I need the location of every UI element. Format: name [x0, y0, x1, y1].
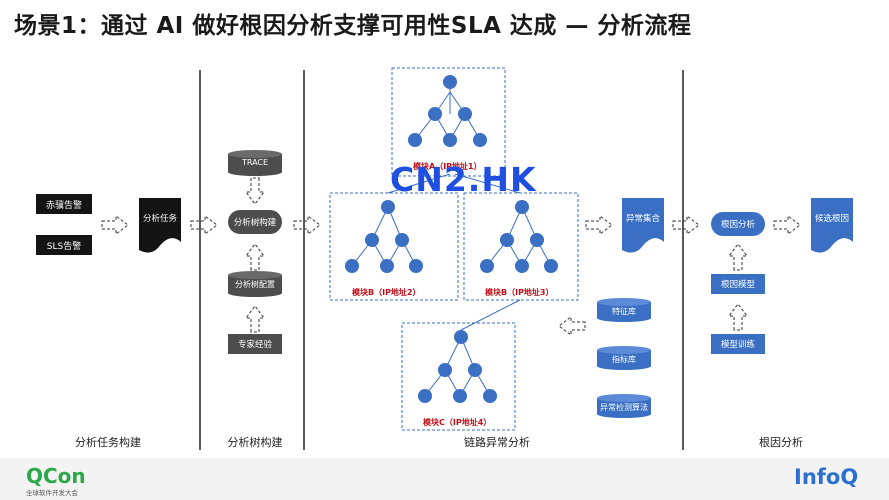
- arrow-trace-down: [245, 177, 265, 205]
- tree-a-nodes: [408, 75, 487, 147]
- metric-library-label: 指标库: [612, 355, 636, 364]
- link-a-b2: [387, 173, 451, 194]
- candidate-document-shape: [811, 198, 853, 253]
- qcon-subtitle: 全球软件开发大会: [26, 489, 78, 497]
- trace-label: TRACE: [241, 158, 269, 167]
- module-c-label: 模块C（IP地址4）: [423, 418, 492, 427]
- link-a-b3: [454, 173, 521, 194]
- arrow-expert-up: [245, 305, 265, 333]
- feature-library-label: 特征库: [612, 307, 636, 316]
- config-cylinder: [228, 271, 282, 297]
- arrow-links-to-anomaly: [585, 215, 613, 235]
- root-cause-model-box: 根因模型: [711, 274, 765, 294]
- arrow-alerts-to-task: [101, 215, 129, 235]
- tree-config-label: 分析树配置: [235, 280, 275, 289]
- candidate-root-cause-label: 候选根因: [815, 214, 850, 224]
- arrow-config-up: [245, 243, 265, 271]
- column-label-task-build: 分析任务构建: [75, 436, 141, 449]
- infoq-logo: InfoQ: [794, 465, 859, 489]
- module-b2-box: [329, 192, 459, 301]
- task-document-shape: [139, 198, 181, 253]
- module-b3-box: [463, 192, 579, 301]
- task-document-label: 分析任务: [143, 214, 178, 224]
- anomaly-set-label: 异常集合: [626, 214, 661, 224]
- column-label-root-cause: 根因分析: [759, 436, 803, 449]
- module-a-label: 模块A（IP地址1）: [413, 162, 482, 171]
- arrow-task-to-tree: [190, 215, 218, 235]
- column-label-tree-build: 分析树构建: [227, 436, 283, 449]
- watermark-text: CN2.HK: [390, 160, 537, 199]
- tree-build-node: 分析树构建: [228, 210, 282, 234]
- anomaly-document-shape: [622, 198, 664, 253]
- root-cause-analysis-node: 根因分析: [711, 212, 765, 236]
- model-training-box: 模型训练: [711, 334, 765, 354]
- metric-library-cylinder: [597, 346, 651, 370]
- module-c-box: [401, 322, 516, 431]
- arrow-training-up: [728, 303, 748, 331]
- detection-algo-label: 异常检测算法: [600, 403, 648, 412]
- module-a-box: [391, 67, 506, 177]
- arrow-rootcause-to-candidates: [773, 215, 801, 235]
- module-b3-label: 模块B（IP地址3）: [485, 288, 554, 297]
- footer-bar: [0, 458, 889, 500]
- qcon-logo: QCon: [26, 464, 86, 488]
- column-label-link-anomaly: 链路异常分析: [464, 436, 530, 449]
- arrow-anomaly-to-rootcause: [672, 215, 700, 235]
- tree-b2-nodes: [345, 200, 423, 273]
- arrow-tree-to-links: [293, 215, 321, 235]
- feature-library-cylinder: [597, 298, 651, 322]
- alert-chiji: 赤骥告警: [36, 194, 92, 214]
- alert-sls: SLS告警: [36, 235, 92, 255]
- tree-b3-nodes: [480, 200, 558, 273]
- tree-c-nodes: [418, 330, 497, 403]
- page-title: 场景1：通过 AI 做好根因分析支撑可用性SLA 达成 — 分析流程: [14, 13, 692, 39]
- link-b3-c: [460, 299, 521, 331]
- arrow-libraries-to-trees: [558, 316, 586, 336]
- detection-algo-cylinder: [597, 394, 651, 418]
- module-b2-label: 模块B（IP地址2）: [352, 288, 421, 297]
- trace-cylinder: [228, 150, 282, 176]
- expert-experience-box: 专家经验: [228, 334, 282, 354]
- arrow-model-up: [728, 243, 748, 271]
